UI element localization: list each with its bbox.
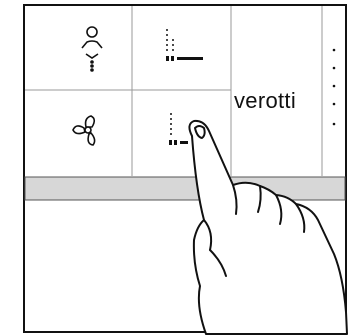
fan-button[interactable]	[26, 92, 130, 174]
status-strip	[25, 177, 345, 200]
level-button[interactable]	[134, 8, 230, 88]
user-button[interactable]	[26, 8, 130, 88]
brand-logo: verotti	[234, 88, 296, 114]
pointing-hand-illustration	[189, 121, 347, 334]
indicator-dots	[333, 49, 336, 126]
